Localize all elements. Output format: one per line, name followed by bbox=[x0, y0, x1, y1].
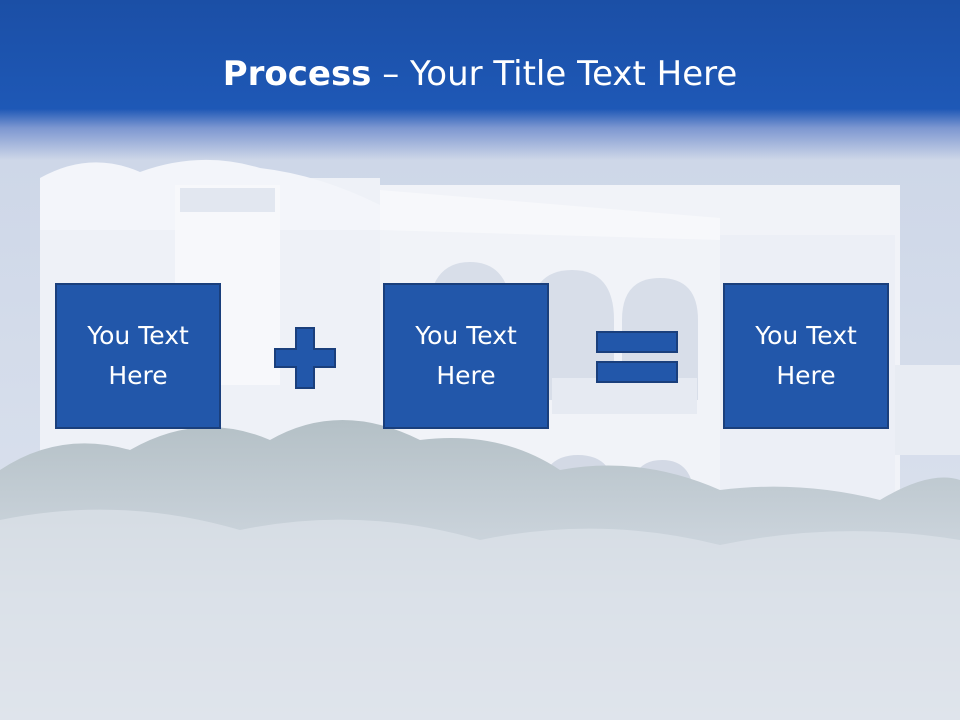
process-box-3-text: You Text Here bbox=[755, 321, 857, 390]
process-box-1[interactable]: You Text Here bbox=[55, 283, 221, 429]
process-box-1-text: You Text Here bbox=[87, 321, 189, 390]
equals-icon bbox=[596, 331, 678, 383]
title-bold-text: Process bbox=[222, 54, 372, 94]
process-box-3[interactable]: You Text Here bbox=[723, 283, 889, 429]
title-rest-text: – Your Title Text Here bbox=[371, 54, 738, 94]
title-bar bbox=[0, 0, 960, 160]
process-box-2-text: You Text Here bbox=[415, 321, 517, 390]
process-box-2[interactable]: You Text Here bbox=[383, 283, 549, 429]
slide-title: Process – Your Title Text Here bbox=[0, 52, 960, 96]
plus-icon bbox=[274, 327, 336, 389]
